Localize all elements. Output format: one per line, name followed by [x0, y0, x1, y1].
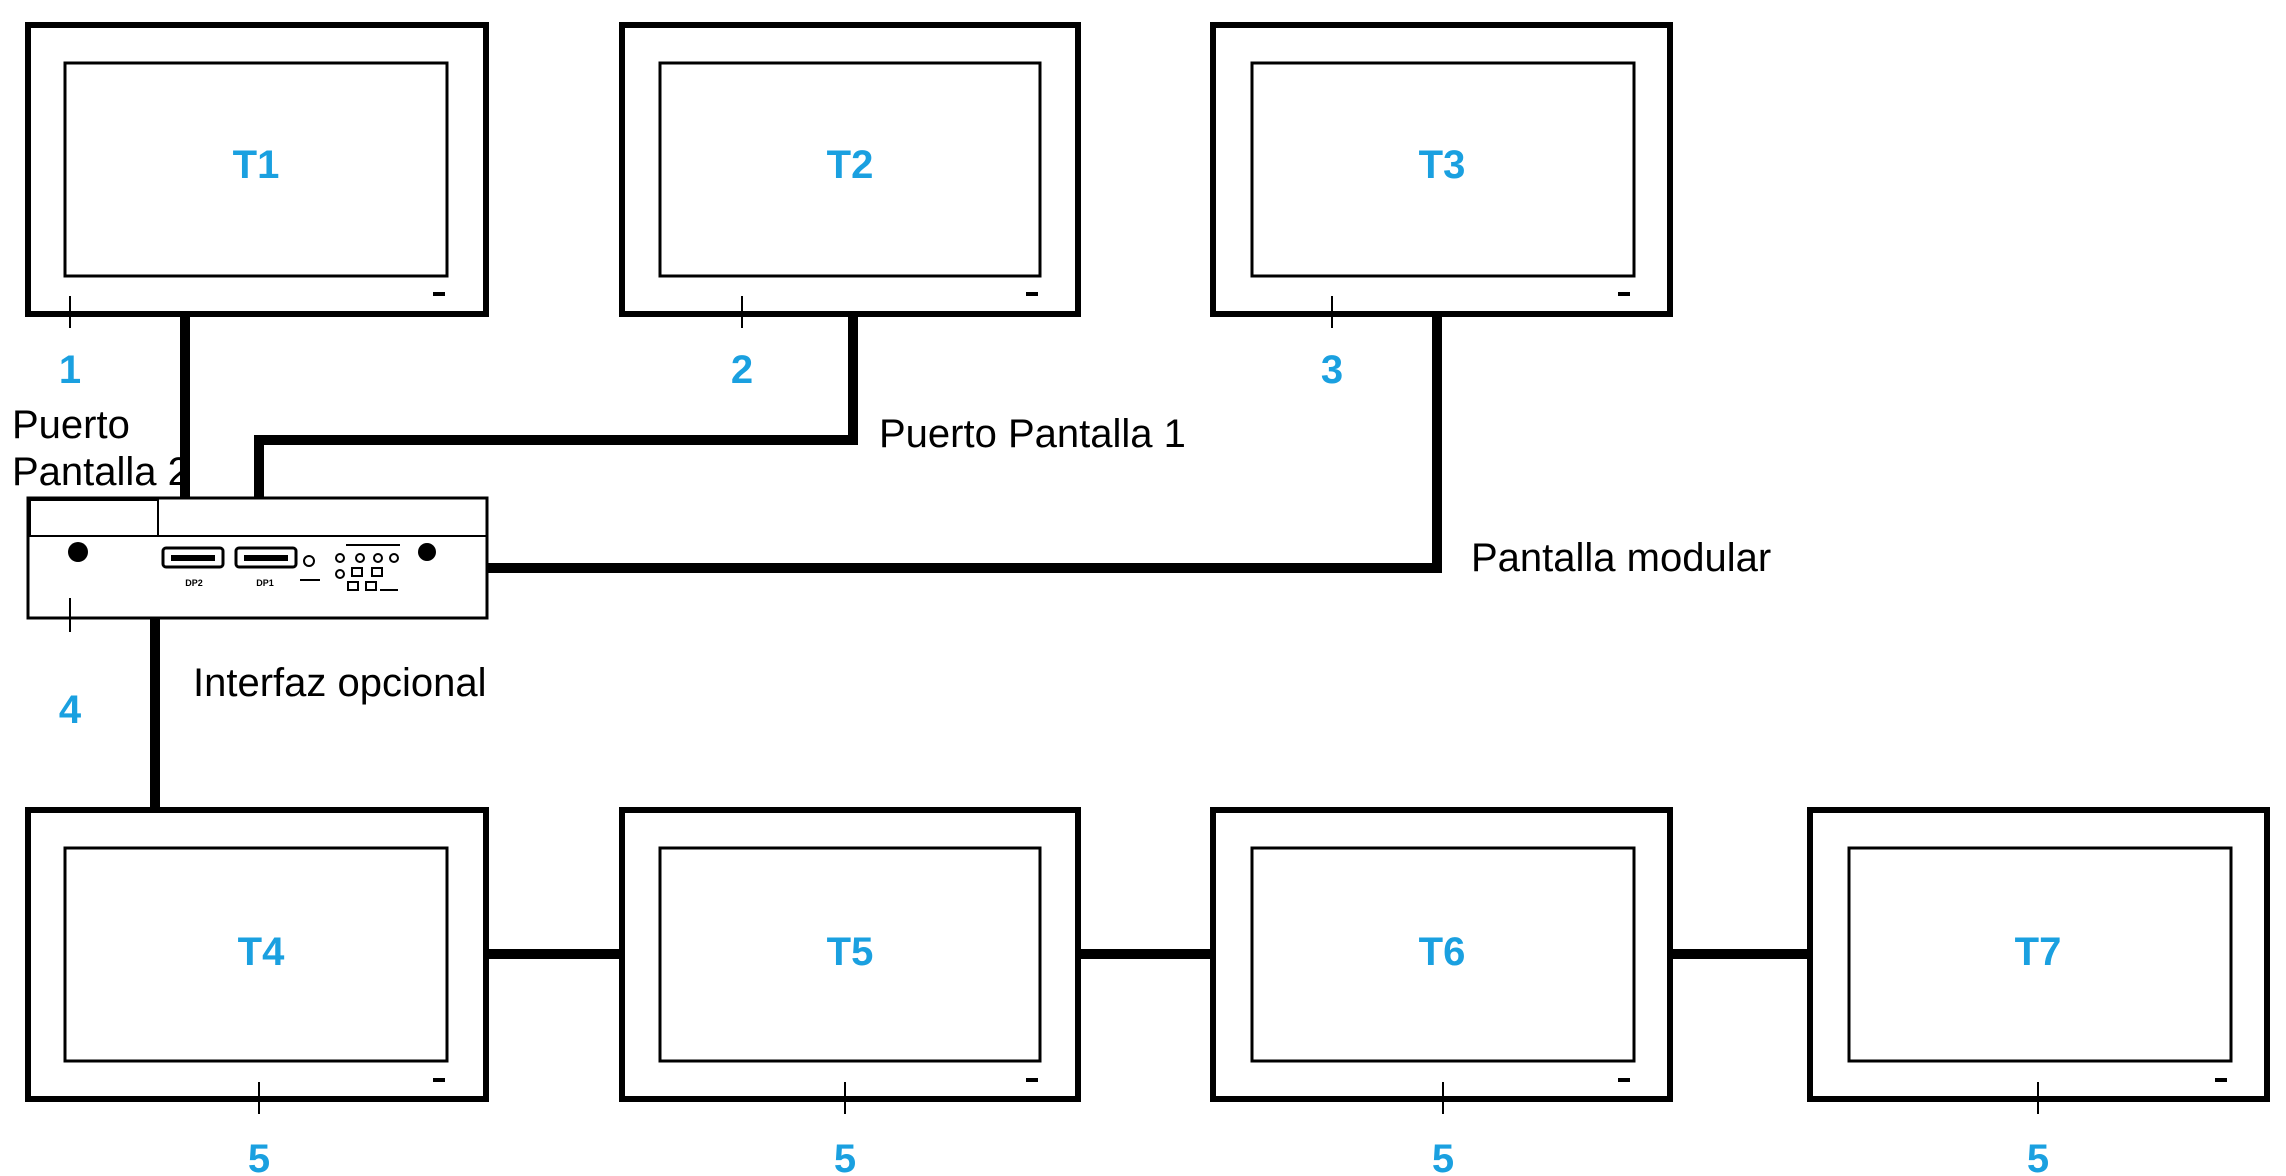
monitor-label: T4 [238, 930, 285, 974]
monitor-t3: T3 3 [1210, 22, 1673, 392]
callout-number: 2 [731, 348, 753, 392]
label-optional-interface: Interfaz opcional [193, 661, 487, 705]
callout-number: 5 [834, 1137, 856, 1176]
cables [150, 312, 1810, 959]
monitor-label: T5 [827, 930, 874, 974]
monitor-label: T2 [827, 143, 874, 187]
power-led [1618, 1078, 1630, 1082]
monitor-t6: T6 5 [1210, 807, 1673, 1176]
label-port-display-2-line1: Puerto [12, 403, 130, 447]
dp2-port: DP2 [161, 546, 225, 588]
label-modular-display: Pantalla modular [1471, 536, 1771, 580]
power-led [433, 292, 445, 296]
monitor-label: T7 [2015, 930, 2062, 974]
callout-number: 5 [2027, 1137, 2049, 1176]
callout-number: 3 [1321, 348, 1343, 392]
cable-t2-dp1 [254, 312, 858, 552]
label-port-display-2-line2: Pantalla 2 [12, 450, 190, 494]
callout-number: 5 [248, 1137, 270, 1176]
monitor-t1: T1 1 [25, 22, 489, 392]
power-led [1026, 1078, 1038, 1082]
callout-number: 1 [59, 348, 81, 392]
monitor-label: T3 [1419, 143, 1466, 187]
monitor-t7: T7 5 [1807, 807, 2270, 1176]
monitor-label: T6 [1419, 930, 1466, 974]
box-pc: DP2 DP1 4 [26, 496, 489, 732]
monitor-t5: T5 5 [619, 807, 1081, 1176]
power-button-icon [68, 542, 88, 562]
cable-t3-modular [487, 312, 1442, 573]
status-indicators [300, 544, 400, 591]
monitor-t2: T2 2 [619, 22, 1081, 392]
callout-number: 5 [1432, 1137, 1454, 1176]
monitor-label: T1 [233, 143, 280, 187]
power-led [433, 1078, 445, 1082]
dp1-port: DP1 [234, 546, 298, 588]
label-port-display-1: Puerto Pantalla 1 [879, 412, 1186, 456]
callout-number: 4 [59, 688, 82, 732]
dp1-label: DP1 [256, 578, 274, 588]
power-led [1026, 292, 1038, 296]
connector-knob-icon [418, 543, 436, 561]
power-led [1618, 292, 1630, 296]
box-bay [29, 499, 159, 537]
dp2-label: DP2 [185, 578, 203, 588]
power-led [2215, 1078, 2227, 1082]
monitor-t4: T4 5 [25, 807, 489, 1176]
